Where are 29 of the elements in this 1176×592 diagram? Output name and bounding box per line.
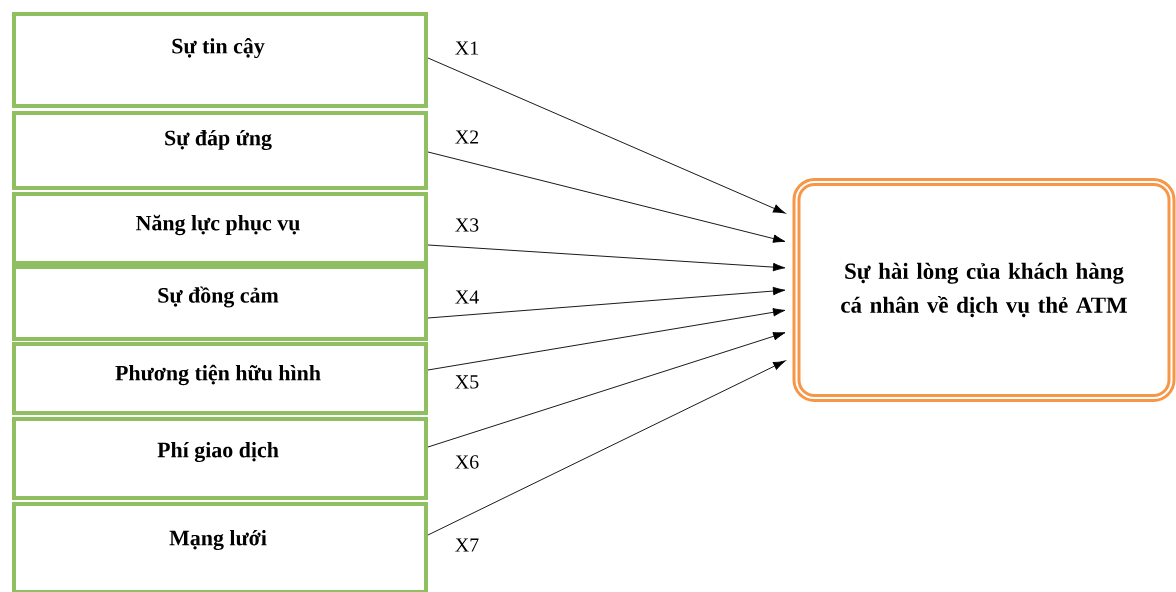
factor-box <box>12 192 428 265</box>
factor-box <box>12 111 428 190</box>
factor-label: Phương tiện hữu hình <box>115 364 321 386</box>
factor-box <box>12 265 428 341</box>
arrow <box>427 244 786 272</box>
edge-label: X5 <box>455 375 479 389</box>
arrow <box>427 151 786 243</box>
factor-box <box>12 417 428 500</box>
edge-label: X6 <box>455 455 479 469</box>
arrow <box>427 57 786 214</box>
edge-label: X1 <box>455 41 478 55</box>
arrow <box>427 360 786 536</box>
factor-label: Sự tin cậy <box>172 37 265 59</box>
arrow <box>427 286 786 319</box>
arrow <box>427 332 786 448</box>
edge-label: X4 <box>455 290 479 304</box>
factor-label: Sự đồng cảm <box>158 286 279 308</box>
factor-box <box>12 342 428 415</box>
factor-label: Năng lực phục vụ <box>136 214 300 236</box>
factor-label: Mạng lưới <box>169 529 267 551</box>
factor-box <box>12 502 428 592</box>
edge-label: X2 <box>455 130 479 144</box>
outcome-box: Sự hài lòng của khách hàng cá nhân về dịch vụ thẻ ATM <box>792 178 1176 402</box>
arrow <box>427 308 786 371</box>
edge-label: X7 <box>455 538 479 552</box>
factor-label: Phí giao dịch <box>157 441 279 463</box>
edge-label: X3 <box>455 218 479 232</box>
factor-box <box>12 12 428 108</box>
factor-label: Sự đáp ứng <box>165 129 272 151</box>
